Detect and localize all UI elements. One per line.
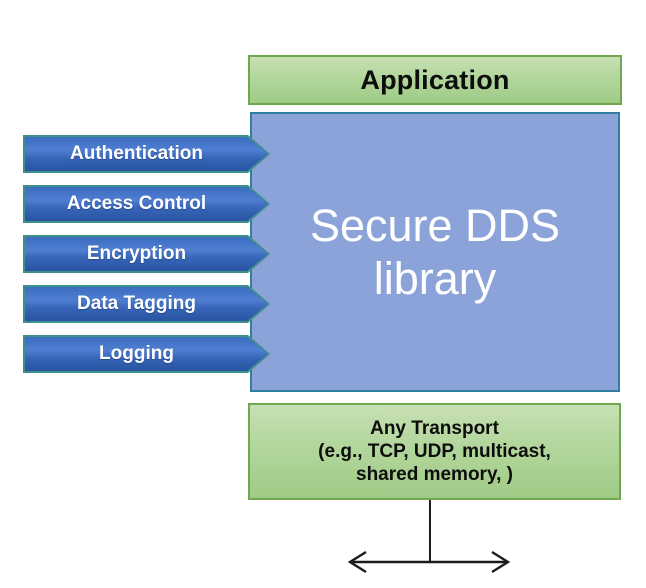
transport-bus-double-arrow-icon xyxy=(347,550,511,574)
secure-dds-library-label: Secure DDS library xyxy=(309,199,561,304)
application-label: Application xyxy=(360,64,510,95)
pentagon-arrow-shape: Authentication xyxy=(25,137,268,171)
plugin-arrow-access-control: Access Control xyxy=(23,185,270,223)
plugin-arrow-logging: Logging xyxy=(23,335,270,373)
plugin-label-authentication: Authentication xyxy=(70,143,203,164)
plugin-label-logging: Logging xyxy=(99,343,174,364)
plugin-label-encryption: Encryption xyxy=(86,243,187,264)
pentagon-arrow-shape: Logging xyxy=(25,337,268,371)
transport-connector-line xyxy=(429,500,431,562)
pentagon-arrow-shape: Encryption xyxy=(25,237,268,271)
plugin-arrow-authentication: Authentication xyxy=(23,135,270,173)
transport-label-line3: shared memory, ) xyxy=(356,464,513,485)
application-box: Application xyxy=(248,55,622,105)
transport-box: Any Transport (e.g., TCP, UDP, multicast… xyxy=(248,403,621,500)
pentagon-arrow-shape: Data Tagging xyxy=(25,287,268,321)
plugin-label-access-control: Access Control xyxy=(66,193,207,214)
transport-label-line2: (e.g., TCP, UDP, multicast, xyxy=(318,441,551,462)
plugin-arrow-encryption: Encryption xyxy=(23,235,270,273)
secure-dds-library-box: Secure DDS library xyxy=(250,112,620,392)
transport-label-line1: Any Transport xyxy=(370,418,499,439)
plugin-label-data-tagging: Data Tagging xyxy=(77,293,196,314)
plugin-arrow-data-tagging: Data Tagging xyxy=(23,285,270,323)
pentagon-arrow-shape: Access Control xyxy=(25,187,268,221)
